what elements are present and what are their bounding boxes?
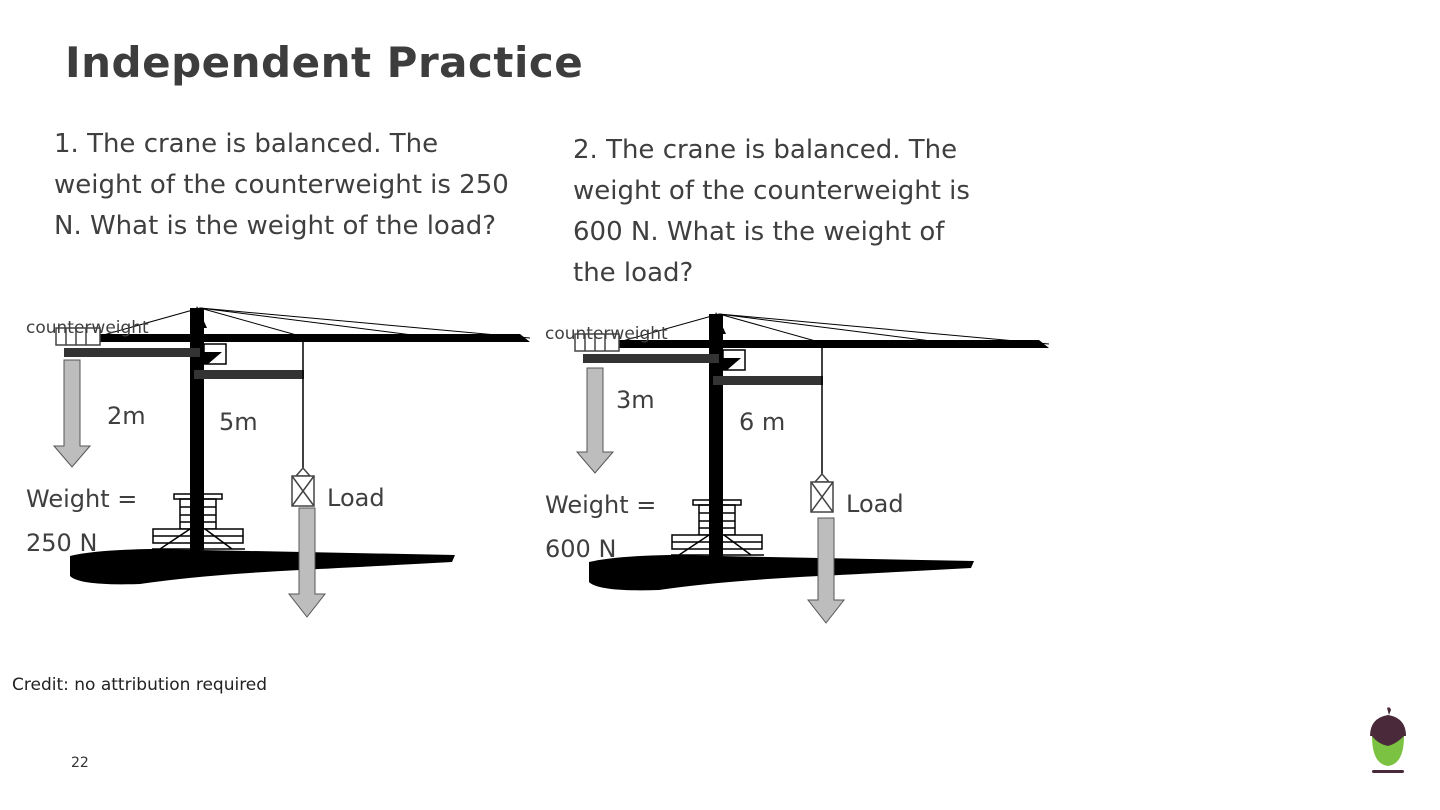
weight-label-1-line2: 250 N xyxy=(26,529,98,557)
crane-jib xyxy=(579,340,1049,348)
question-2-text: 2. The crane is balanced. The weight of … xyxy=(573,135,970,288)
weight-label-2: Weight = 600 N xyxy=(545,483,656,571)
left-distance-2: 3m xyxy=(616,386,655,414)
counterweight-label-2: counterweight xyxy=(545,324,668,344)
load-label-2: Load xyxy=(846,490,904,518)
ground-shadow xyxy=(589,555,974,591)
weight-label-2-line1: Weight = xyxy=(545,491,657,519)
crane-diagram-2 xyxy=(574,312,1050,624)
question-1-text: 1. The crane is balanced. The weight of … xyxy=(54,129,509,241)
counterweight-block xyxy=(55,327,101,346)
crane-diagram-1 xyxy=(52,306,531,618)
counterweight-block xyxy=(574,333,620,352)
load-box xyxy=(810,472,834,513)
page-number: 22 xyxy=(71,755,89,771)
credit-text: Credit: no attribution required xyxy=(12,675,268,695)
weight-label-1-line1: Weight = xyxy=(26,485,138,513)
right-distance-2: 6 m xyxy=(739,408,786,436)
crane-tower xyxy=(190,308,204,550)
counterweight-arrow xyxy=(52,359,92,468)
right-distance-1: 5m xyxy=(219,408,258,436)
ground-shadow xyxy=(70,549,455,585)
load-box xyxy=(291,466,315,507)
counterweight-label-1: counterweight xyxy=(26,318,149,338)
slide-title: Independent Practice xyxy=(65,38,584,87)
acorn-logo-icon xyxy=(1370,707,1406,773)
load-arrow xyxy=(287,507,327,618)
load-arrow xyxy=(806,517,846,624)
load-label-1: Load xyxy=(327,484,385,512)
crane-jib xyxy=(60,334,530,342)
left-distance-1: 2m xyxy=(107,402,146,430)
crane-tower xyxy=(709,314,723,556)
counterweight-arrow xyxy=(575,367,615,474)
weight-label-1: Weight = 250 N xyxy=(26,477,137,565)
weight-label-2-line2: 600 N xyxy=(545,535,617,563)
